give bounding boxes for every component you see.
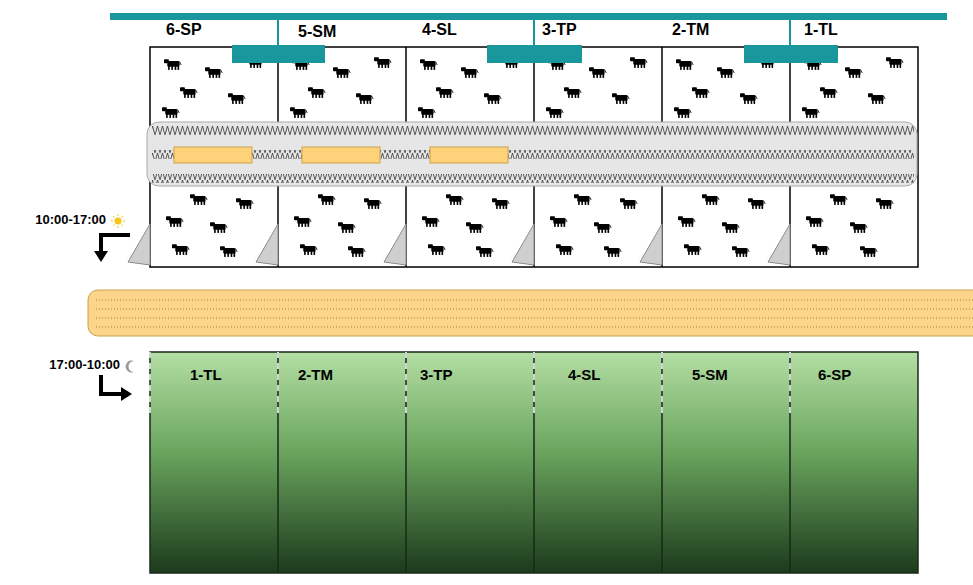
feed-zigzag (152, 150, 914, 159)
paddock-dividers (278, 352, 790, 573)
paddock-box: 3-TP (406, 352, 534, 573)
pen-box: 3-TP (534, 47, 662, 267)
lane-dots (96, 300, 973, 327)
day-arrow (101, 235, 130, 252)
gates (128, 224, 790, 265)
paddock-label: 5-SM (692, 366, 728, 383)
feed-troughs (174, 147, 508, 163)
sun-icon (111, 214, 125, 228)
moon-icon (126, 361, 134, 373)
paddock-label: 3-TP (420, 366, 453, 383)
paddock-label: 1-TL (190, 366, 222, 383)
time-label: 10:00-17:00 (35, 213, 106, 228)
paddock-gates (150, 352, 790, 415)
feeders (232, 45, 838, 63)
paddock-box: 5-SM (662, 352, 790, 573)
paddock-label: 2-TM (298, 366, 333, 383)
paddock-box: 2-TM (278, 352, 406, 573)
teal-bar (110, 13, 947, 20)
pen-label: 5-SM (298, 23, 336, 41)
paddock-box: 4-SL (534, 352, 662, 573)
pen-outline (150, 47, 918, 267)
pen-box: 4-SL (406, 47, 534, 267)
night-arrow-head (121, 387, 132, 401)
paddock-label: 4-SL (568, 366, 601, 383)
day-arrow-head (94, 251, 108, 262)
time-label: 17:00-10:00 (49, 358, 120, 373)
pen-box: 1-TL (790, 47, 918, 267)
feed-zigzag (152, 126, 914, 135)
pen-label: 2-TM (672, 21, 709, 39)
paddock-label: 6-SP (818, 366, 851, 383)
pen-label: 1-TL (804, 21, 838, 39)
pen-box: 6-SP (150, 47, 278, 267)
feed-alley (147, 122, 917, 186)
pen-box: 2-TM (662, 47, 790, 267)
pen-box: 5-SM (278, 47, 406, 267)
feed-zigzag (152, 174, 914, 183)
pen-label: 6-SP (166, 21, 202, 39)
paddock-box: 6-SP (790, 352, 918, 573)
teal-ticks (278, 20, 790, 47)
pen-label: 3-TP (542, 21, 577, 39)
night-arrow (101, 375, 122, 394)
paddock-box: 1-TL (150, 352, 278, 573)
pen-label: 4-SL (422, 21, 457, 39)
lane (88, 290, 973, 336)
paddock-ground (150, 352, 918, 573)
